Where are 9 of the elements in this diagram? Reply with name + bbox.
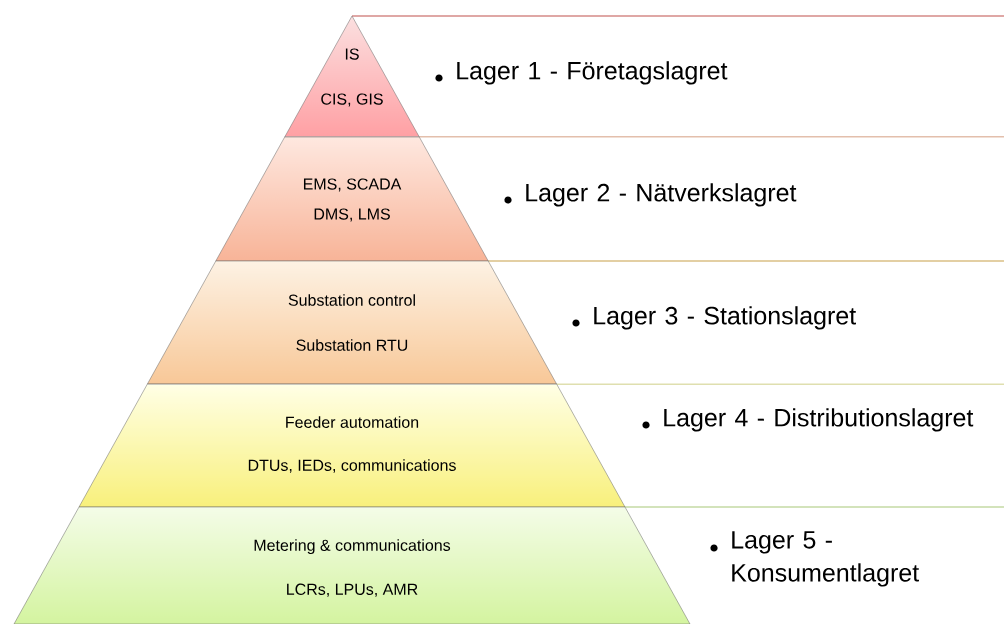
pyramid-layer: Metering & communications LCRs, LPUs, AMR xyxy=(13,506,691,624)
layer-label: Lager 4 - Distributionslagret xyxy=(642,408,974,432)
pyramid-layer: Feeder automation DTUs, IEDs, communications xyxy=(78,383,626,508)
layer-label: Lager 5 - Konsumentlagret xyxy=(710,531,919,587)
layer-label: Lager 1 - Företagslagret xyxy=(435,61,728,85)
layer-label: Lager 3 - Stationslagret xyxy=(572,306,856,330)
pyramid-layer: IS CIS, GIS xyxy=(284,15,420,138)
layer-label: Lager 2 - Nätverkslagret xyxy=(504,183,797,207)
pyramid-layer: Substation control Substation RTU xyxy=(147,260,557,385)
